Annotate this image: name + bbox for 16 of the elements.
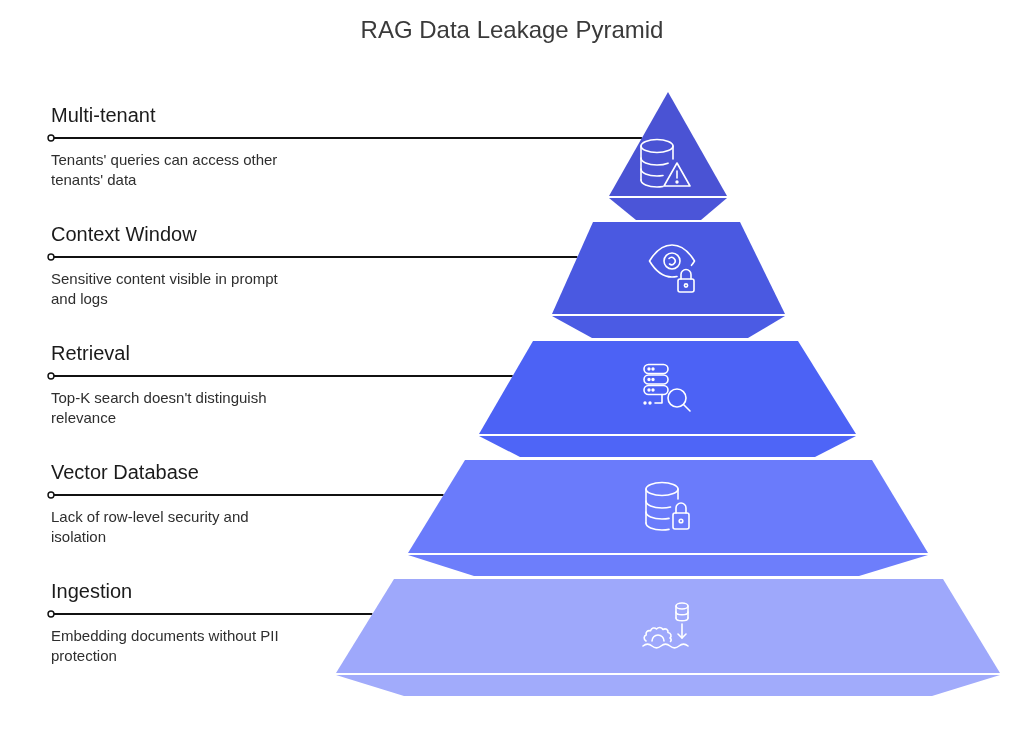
layer-description: Embedding documents without PII protection [51,626,280,666]
leader-line [47,134,643,142]
layer-description: Sensitive content visible in prompt and logs [51,269,279,309]
leader-line [47,610,374,618]
leader-line [47,372,514,380]
layer-title: Vector Database [51,460,199,484]
leader-line [47,253,579,261]
layer-description: Lack of row-level security and isolation [51,507,250,547]
layer-title: Retrieval [51,341,130,365]
layer-description: Top-K search doesn't distinguish relevance [51,388,268,428]
layer-title: Multi-tenant [51,103,156,127]
diagram-title: RAG Data Leakage Pyramid [360,15,664,45]
layer-description: Tenants' queries can access other tenants' data [51,150,279,190]
layer-title: Context Window [51,222,197,246]
layer-title: Ingestion [51,579,133,603]
leader-line [47,491,445,499]
